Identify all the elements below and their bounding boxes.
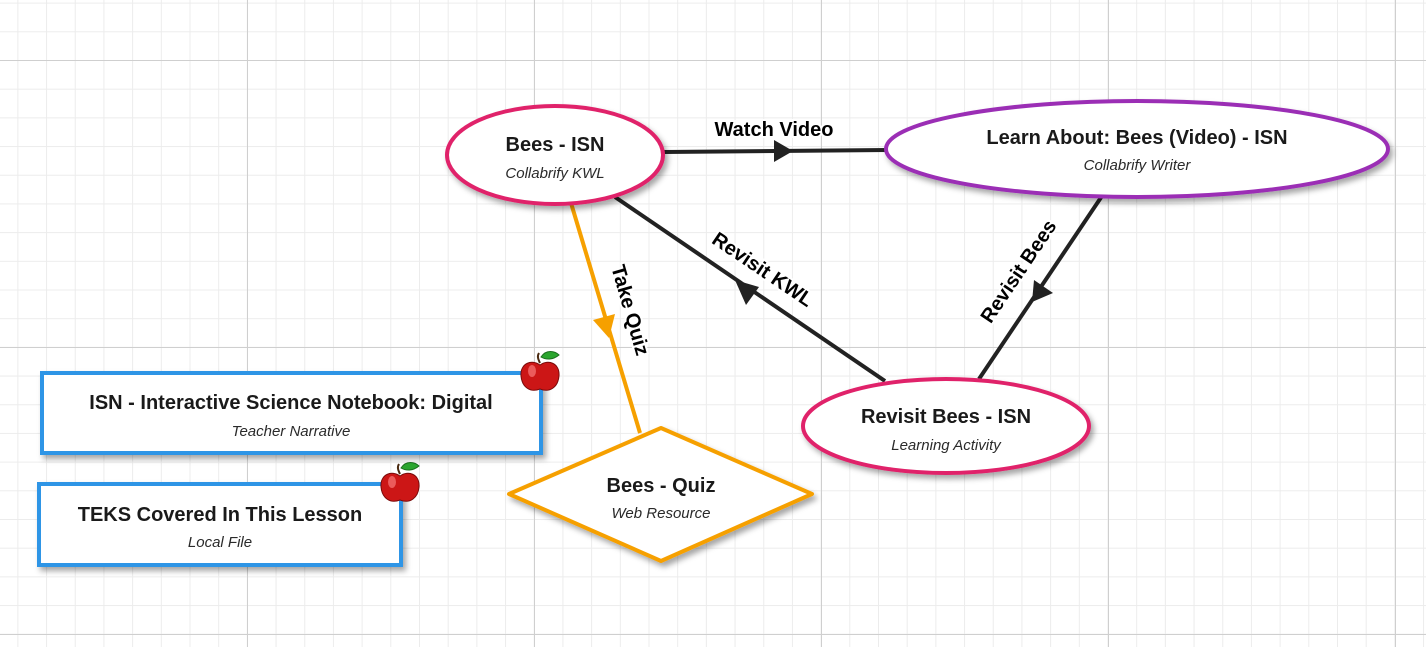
node-bees-quiz[interactable]: Bees - Quiz Web Resource xyxy=(507,426,814,563)
node-revisit-bees[interactable]: Revisit Bees - ISN Learning Activity xyxy=(801,377,1091,475)
node-title: Bees - ISN xyxy=(506,134,605,156)
node-title: Bees - Quiz xyxy=(607,475,716,497)
node-subtitle: Local File xyxy=(188,534,252,551)
node-title: Learn About: Bees (Video) - ISN xyxy=(986,127,1287,149)
node-teks[interactable]: TEKS Covered In This Lesson Local File xyxy=(37,482,403,567)
edge-revisit-kwl[interactable]: Revisit KWL xyxy=(613,195,887,383)
arrowhead-icon xyxy=(774,140,793,162)
arrowhead-icon xyxy=(735,280,759,305)
node-subtitle: Collabrify Writer xyxy=(1084,157,1192,174)
edge-revisit-bees[interactable]: Revisit Bees xyxy=(975,194,1104,381)
edge-take-quiz[interactable]: Take Quiz xyxy=(569,202,655,434)
apple-icon[interactable] xyxy=(380,462,420,502)
node-title: TEKS Covered In This Lesson xyxy=(78,504,363,526)
node-isn-notebook[interactable]: ISN - Interactive Science Notebook: Digi… xyxy=(40,371,543,455)
node-subtitle: Collabrify KWL xyxy=(505,165,604,182)
node-title: ISN - Interactive Science Notebook: Digi… xyxy=(89,392,492,414)
edge-label-revisit-bees: Revisit Bees xyxy=(977,216,1062,327)
node-subtitle: Teacher Narrative xyxy=(232,423,351,440)
node-bees-isn[interactable]: Bees - ISN Collabrify KWL xyxy=(445,104,665,206)
edge-label-watch-video: Watch Video xyxy=(715,119,834,141)
node-subtitle: Learning Activity xyxy=(891,437,1002,454)
node-learn-about-bees[interactable]: Learn About: Bees (Video) - ISN Collabri… xyxy=(884,99,1390,199)
edge-watch-video[interactable]: Watch Video xyxy=(663,117,889,162)
apple-icon[interactable] xyxy=(520,351,560,391)
arrowhead-icon xyxy=(1032,280,1053,302)
node-subtitle: Web Resource xyxy=(612,505,711,522)
node-title: Revisit Bees - ISN xyxy=(861,406,1031,428)
arrowhead-icon xyxy=(593,314,615,338)
